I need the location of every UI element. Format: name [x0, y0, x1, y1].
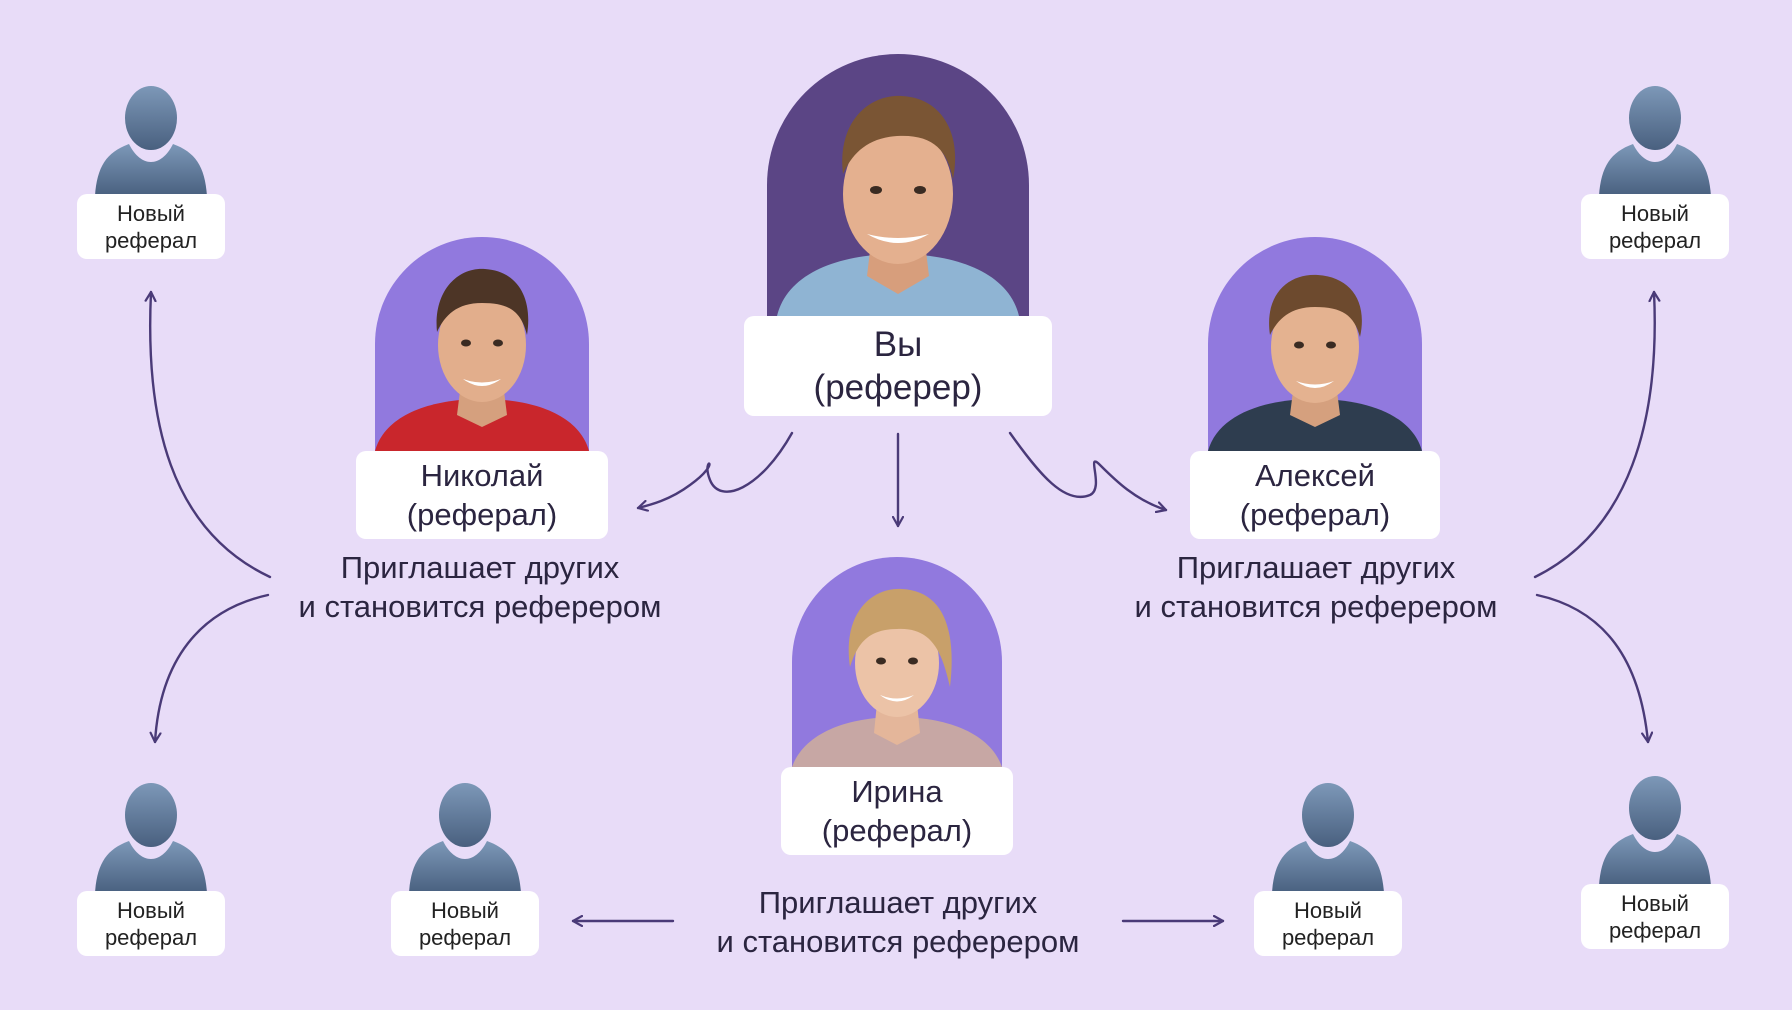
alexei-photo	[1208, 237, 1422, 451]
new-referral-line1: Новый	[1621, 200, 1689, 226]
new-referral-line1: Новый	[1294, 897, 1362, 923]
new-referral-card-bottom-center-right: Новый реферал	[1254, 891, 1402, 956]
new-referral-line2: реферал	[104, 924, 198, 950]
new-referral-line1: Новый	[117, 200, 185, 226]
nikolai-role: (реферал)	[406, 497, 558, 532]
new-referral-line2: реферал	[1608, 227, 1702, 253]
irina-caption: Приглашает других и становится реферером	[688, 883, 1108, 961]
irina-role: (реферал)	[821, 813, 973, 848]
alexei-caption-line2: и становится реферером	[1134, 589, 1498, 624]
alexei-name: Алексей	[1255, 458, 1375, 493]
new-referral-card-bottom-left: Новый реферал	[77, 891, 225, 956]
referrer-name: Вы	[873, 325, 923, 364]
nikolai-photo	[375, 237, 589, 451]
alexei-caption-line1: Приглашает других	[1176, 550, 1456, 585]
new-referral-card-top-left: Новый реферал	[77, 194, 225, 259]
alexei-portrait	[1208, 274, 1422, 451]
irina-photo	[792, 557, 1002, 767]
arrow-nikolai-down	[155, 593, 270, 744]
new-referral-line2: реферал	[1281, 924, 1375, 950]
new-referral-line2: реферал	[418, 924, 512, 950]
alexei-card: Алексей (реферал)	[1190, 451, 1440, 539]
new-referral-card-bottom-center-left: Новый реферал	[391, 891, 539, 956]
irina-card: Ирина (реферал)	[781, 767, 1013, 855]
referrer-card: Вы (реферер)	[744, 316, 1052, 416]
person-silhouette-icon	[1599, 776, 1711, 886]
new-referral-line1: Новый	[117, 897, 185, 923]
arrow-alexei-down	[1535, 593, 1648, 744]
arrow-nikolai-up	[150, 290, 272, 579]
new-referral-line1: Новый	[431, 897, 499, 923]
new-referral-line2: реферал	[104, 227, 198, 253]
person-silhouette-icon	[95, 783, 207, 893]
person-silhouette-icon	[95, 86, 207, 196]
arrow-referrer-to-alexei	[1008, 431, 1168, 510]
new-referral-card-top-right: Новый реферал	[1581, 194, 1729, 259]
nikolai-caption-line2: и становится реферером	[298, 589, 662, 624]
irina-name: Ирина	[851, 774, 943, 809]
nikolai-card: Николай (реферал)	[356, 451, 608, 539]
nikolai-caption-line1: Приглашает других	[340, 550, 620, 585]
person-silhouette-icon	[409, 783, 521, 893]
referrer-portrait	[777, 95, 1019, 316]
new-referral-card-bottom-right: Новый реферал	[1581, 884, 1729, 949]
nikolai-name: Николай	[420, 458, 544, 493]
person-silhouette-icon	[1272, 783, 1384, 893]
nikolai-caption: Приглашает других и становится реферером	[270, 548, 690, 626]
irina-portrait	[792, 588, 1002, 767]
person-silhouette-icon	[1599, 86, 1711, 196]
nikolai-portrait	[375, 268, 589, 451]
new-referral-line2: реферал	[1608, 917, 1702, 943]
referrer-photo	[767, 54, 1029, 316]
referrer-role: (реферер)	[813, 368, 983, 407]
irina-caption-line2: и становится реферером	[716, 924, 1080, 959]
alexei-role: (реферал)	[1239, 497, 1391, 532]
arrow-referrer-to-nikolai	[636, 431, 794, 508]
irina-caption-line1: Приглашает других	[758, 885, 1038, 920]
arrow-alexei-up	[1533, 290, 1655, 579]
alexei-caption: Приглашает других и становится реферером	[1106, 548, 1526, 626]
new-referral-line1: Новый	[1621, 890, 1689, 916]
